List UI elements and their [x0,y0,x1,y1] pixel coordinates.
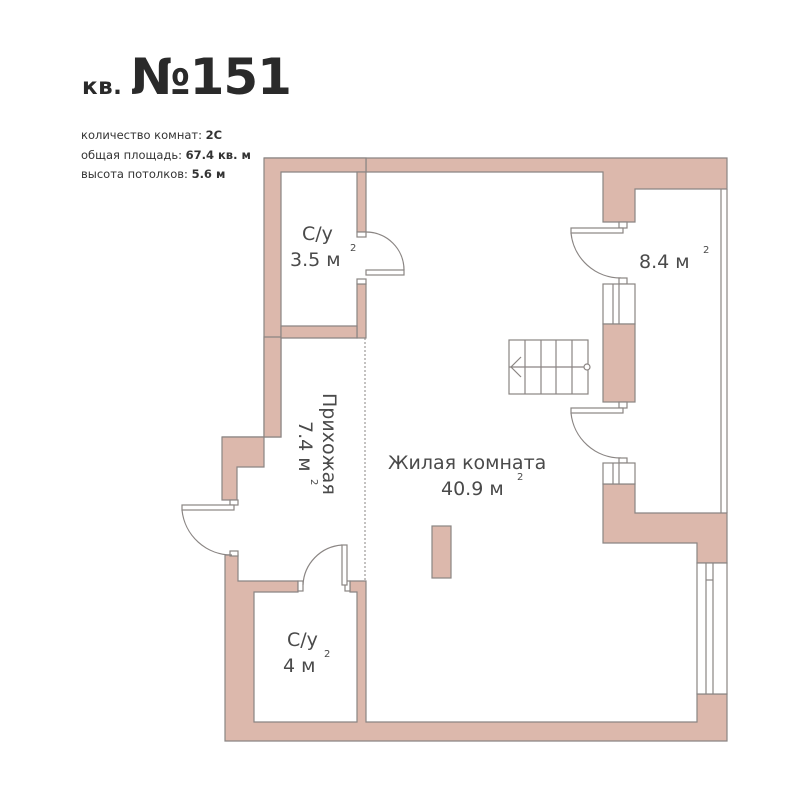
svg-text:3.5 м: 3.5 м [290,249,341,271]
room-label-living: Жилая комната 40.9 м 2 [388,452,546,500]
apartment-specs: количество комнат: 2С общая площадь: 67.… [81,126,251,185]
right-room-partition [570,221,636,485]
svg-text:Прихожая: Прихожая [318,393,340,495]
spec-rooms: количество комнат: 2С [81,128,223,142]
bathroom-bottom-door [297,544,351,592]
staircase [508,339,591,395]
apartment-prefix: кв. [82,74,123,100]
svg-text:2: 2 [703,245,709,256]
svg-text:4 м: 4 м [283,655,315,677]
svg-text:2: 2 [517,472,523,483]
column [431,525,452,579]
svg-text:2: 2 [324,649,330,660]
svg-text:Жилая комната: Жилая комната [388,452,546,474]
svg-text:2: 2 [308,479,319,485]
spec-ceiling: высота потолков: 5.6 м [81,167,226,181]
svg-text:7.4 м: 7.4 м [294,421,316,472]
room-label-bathroom-top: С/у 3.5 м 2 [290,223,356,271]
svg-text:8.4 м: 8.4 м [639,251,690,273]
bottom-right-window [696,562,728,695]
right-window [720,189,728,513]
room-label-right: 8.4 м 2 [639,245,709,273]
svg-text:40.9 м: 40.9 м [441,478,504,500]
spec-area: общая площадь: 67.4 кв. м [81,147,251,162]
entrance-door [181,499,239,557]
room-label-hallway: Прихожая 7.4 м 2 [294,393,340,495]
apartment-number: №151 [130,48,292,106]
svg-text:С/у: С/у [287,629,318,651]
svg-text:2: 2 [350,243,356,254]
apartment-title: кв. №151 [82,48,292,106]
room-label-bathroom-bottom: С/у 4 м 2 [283,629,330,677]
svg-text:С/у: С/у [302,223,333,245]
bathroom-top-walls [280,171,405,339]
